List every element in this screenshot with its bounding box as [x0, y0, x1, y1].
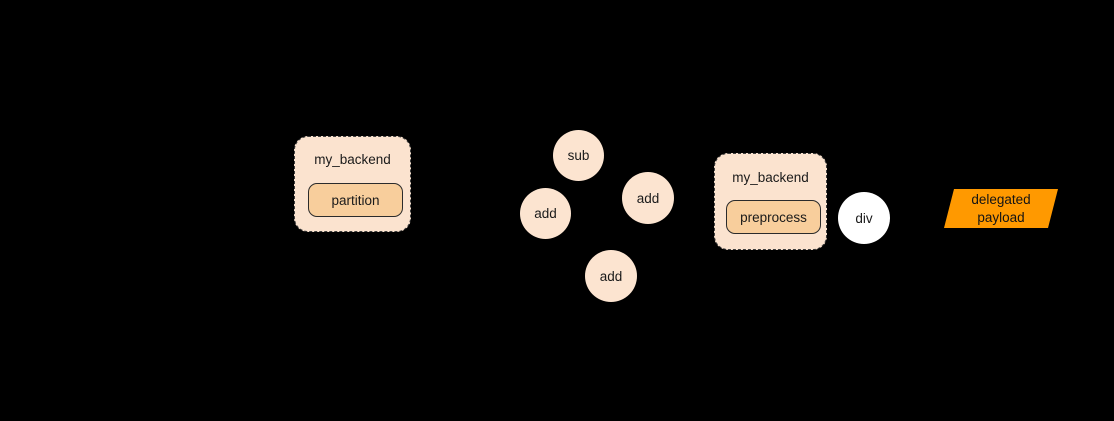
op-circle-add[interactable]: add	[622, 172, 674, 224]
backend-group-1[interactable]: my_backend preprocess	[714, 153, 827, 250]
backend-group-0[interactable]: my_backend partition	[294, 136, 411, 232]
op-circle-sub[interactable]: sub	[553, 130, 604, 181]
op-circle-add[interactable]: add	[520, 188, 571, 239]
parallelogram-shape	[944, 189, 1058, 228]
op-node-partition[interactable]: partition	[308, 183, 403, 217]
backend-group-title: my_backend	[732, 170, 809, 185]
op-node-preprocess[interactable]: preprocess	[726, 200, 821, 234]
op-circle-div[interactable]: div	[838, 192, 890, 244]
backend-group-title: my_backend	[314, 152, 391, 167]
op-circle-add[interactable]: add	[585, 250, 637, 302]
